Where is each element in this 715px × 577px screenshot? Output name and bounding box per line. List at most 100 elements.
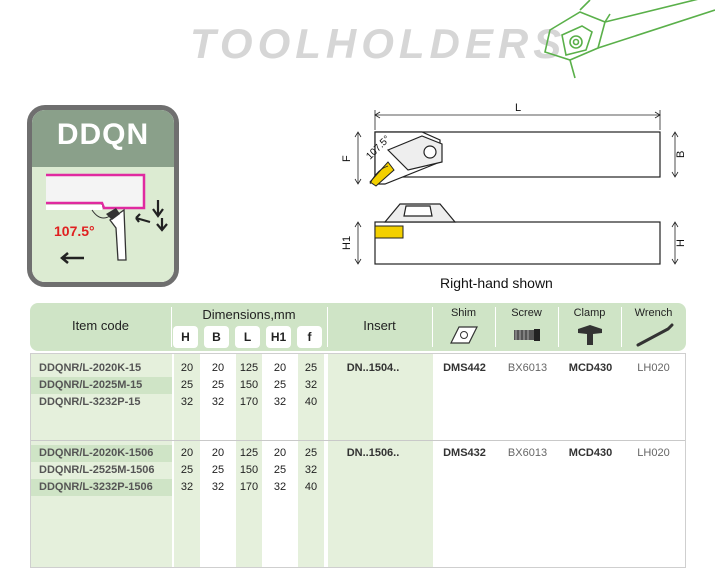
- dim-column-bg: [174, 354, 200, 567]
- page-title: TOOLHOLDERS: [190, 20, 567, 67]
- cell-H1: 25: [273, 464, 287, 476]
- col-B: B: [204, 326, 229, 348]
- cell-H1: 20: [273, 447, 287, 459]
- row-highlight: [31, 445, 172, 462]
- toolholder-type-badge: DDQN 107.5°: [27, 105, 179, 287]
- table-row: DDQNR/L-2025M-15 25 25 150 25 32: [31, 377, 685, 394]
- dim-F-label: F: [341, 155, 353, 162]
- wrench-code: LH020: [637, 362, 670, 374]
- clamp-code: MCD430: [568, 362, 613, 374]
- dim-H-label: H: [675, 239, 687, 247]
- item-code: DDQNR/L-2020K-1506: [39, 447, 154, 459]
- table-row: DDQNR/L-3232P-15 32 32 170 32 40: [31, 394, 685, 411]
- wrench-icon: [636, 323, 674, 347]
- badge-angle-label: 107.5°: [54, 223, 95, 239]
- col-shim: Shim: [450, 307, 477, 319]
- col-f: f: [297, 326, 322, 348]
- cell-H1: 25: [273, 379, 287, 391]
- shim-code: DMS442: [443, 362, 486, 374]
- drawing-caption: Right-hand shown: [440, 275, 553, 291]
- table-row: DDQNR/L-2020K-15 20 20 125 20 25 DN..150…: [31, 360, 685, 377]
- cell-H1: 32: [273, 481, 287, 493]
- item-code: DDQNR/L-2525M-1506: [39, 464, 155, 476]
- header-divider: [495, 307, 496, 347]
- shim-icon: [450, 326, 478, 344]
- item-code: DDQNR/L-2025M-15: [39, 379, 143, 391]
- cell-H: 32: [180, 481, 194, 493]
- col-insert: Insert: [363, 318, 396, 333]
- cell-B: 32: [211, 481, 225, 493]
- badge-header: [32, 110, 174, 167]
- item-code: DDQNR/L-3232P-1506: [39, 481, 153, 493]
- col-H: H: [173, 326, 198, 348]
- insert-code: DN..1506..: [346, 447, 400, 459]
- cell-B: 25: [211, 379, 225, 391]
- col-item-code: Item code: [71, 318, 130, 333]
- col-clamp: Clamp: [573, 307, 606, 319]
- side-view: [374, 203, 661, 265]
- cell-H: 32: [180, 396, 194, 408]
- cell-L: 170: [239, 481, 259, 493]
- col-L: L: [235, 326, 260, 348]
- cell-f: 40: [304, 396, 318, 408]
- col-H1: H1: [266, 326, 291, 348]
- cell-H: 25: [180, 464, 194, 476]
- clamp-code: MCD430: [568, 447, 613, 459]
- table-body: DDQNR/L-2020K-15 20 20 125 20 25 DN..150…: [30, 353, 686, 568]
- cell-f: 32: [304, 379, 318, 391]
- col-screw: Screw: [511, 307, 542, 319]
- cell-B: 20: [211, 447, 225, 459]
- header-divider: [327, 307, 328, 347]
- cell-f: 25: [304, 447, 318, 459]
- cell-B: 32: [211, 396, 225, 408]
- cell-f: 25: [304, 362, 318, 374]
- cell-L: 170: [239, 396, 259, 408]
- dim-column-bg: [298, 354, 324, 567]
- table-row: DDQNR/L-3232P-1506 32 32 170 32 40: [31, 479, 685, 496]
- clamp-icon: [578, 325, 602, 345]
- screw-code: BX6013: [507, 362, 548, 374]
- badge-name: DDQN: [56, 118, 150, 151]
- approach-angle-diagram: [46, 173, 168, 264]
- table-row: DDQNR/L-2525M-1506 25 25 150 25 32: [31, 462, 685, 479]
- header-divider: [621, 307, 622, 347]
- cell-L: 125: [239, 447, 259, 459]
- insert-code: DN..1504..: [346, 362, 400, 374]
- cell-L: 150: [239, 379, 259, 391]
- cell-B: 20: [211, 362, 225, 374]
- dim-column-bg: [236, 354, 262, 567]
- insert-column-bg: [328, 354, 433, 567]
- wrench-code: LH020: [637, 447, 670, 459]
- toolholder-header-illustration: [544, 0, 715, 79]
- header-divider: [432, 307, 433, 347]
- header-divider: [171, 307, 172, 347]
- cell-H1: 32: [273, 396, 287, 408]
- cell-B: 25: [211, 464, 225, 476]
- toolholder-dimension-drawing: L B F 107.5° H H1: [341, 102, 687, 265]
- row-highlight: [31, 377, 172, 394]
- top-view: [369, 131, 661, 187]
- cell-H: 20: [180, 362, 194, 374]
- cell-f: 40: [304, 481, 318, 493]
- row-highlight: [31, 479, 172, 496]
- header-divider: [558, 307, 559, 347]
- col-dimensions: Dimensions,mm: [202, 307, 296, 322]
- shim-code: DMS432: [443, 447, 486, 459]
- item-code: DDQNR/L-2020K-15: [39, 362, 142, 374]
- cell-H1: 20: [273, 362, 287, 374]
- table-row: DDQNR/L-2020K-1506 20 20 125 20 25 DN..1…: [31, 445, 685, 462]
- item-code: DDQNR/L-3232P-15: [39, 396, 141, 408]
- cell-L: 125: [239, 362, 259, 374]
- dim-L-label: L: [515, 102, 521, 114]
- cell-f: 32: [304, 464, 318, 476]
- table-header: Item code Dimensions,mm Insert Shim Scre…: [30, 303, 686, 351]
- cell-H: 20: [180, 447, 194, 459]
- screw-code: BX6013: [507, 447, 548, 459]
- col-wrench: Wrench: [634, 307, 673, 319]
- dim-H1-label: H1: [341, 236, 353, 250]
- group-divider: [31, 440, 685, 441]
- cell-H: 25: [180, 379, 194, 391]
- screw-icon: [514, 329, 540, 341]
- dim-B-label: B: [675, 151, 687, 158]
- cell-L: 150: [239, 464, 259, 476]
